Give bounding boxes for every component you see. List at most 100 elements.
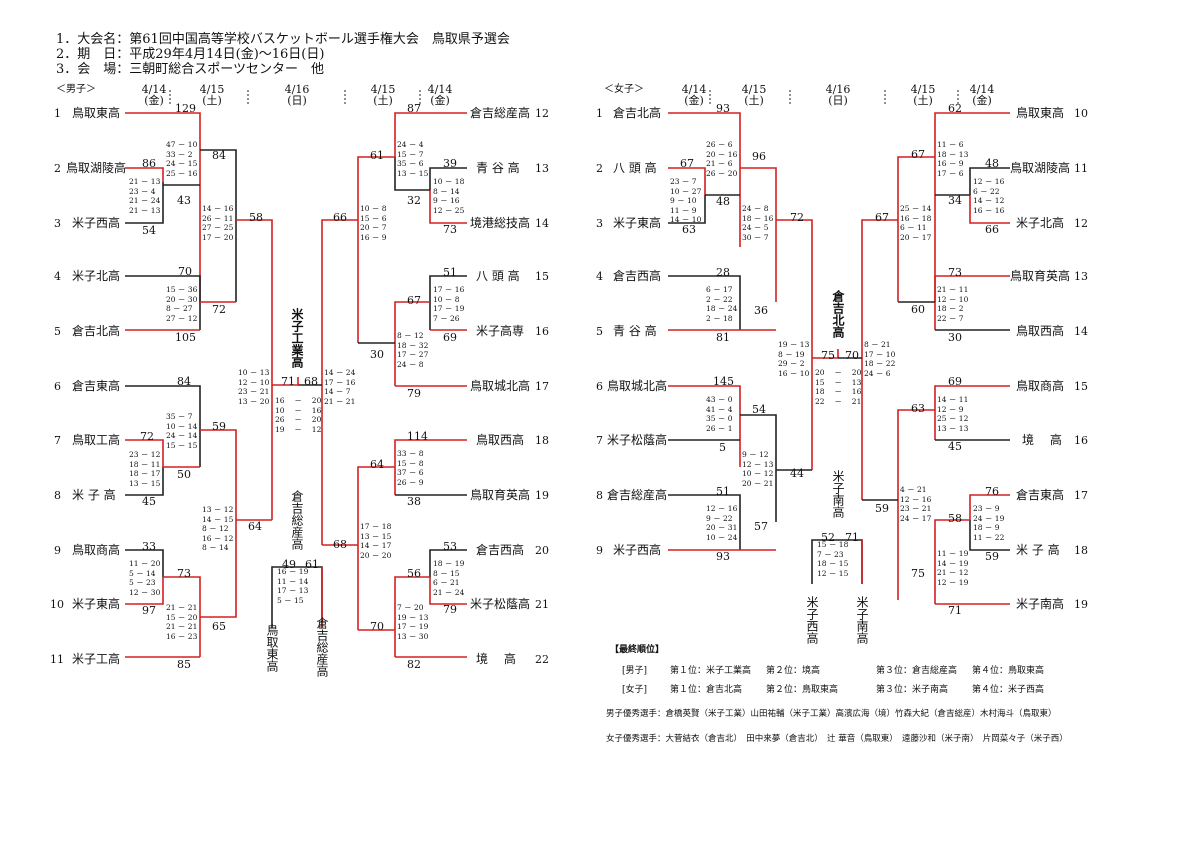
score-total: 57 (754, 520, 768, 533)
team-name: 倉吉西高 (613, 269, 662, 283)
seed-number: 17 (535, 380, 549, 393)
team-name: 米子南高 (1016, 597, 1065, 611)
results-boys-label: [男子] (622, 666, 648, 676)
score-total: 97 (142, 604, 156, 617)
score-total: 86 (142, 157, 156, 170)
score-total: 51 (443, 266, 457, 279)
bracket-line (668, 112, 741, 247)
boys-date-5: 4/14(金) (427, 83, 453, 107)
bracket-line (125, 112, 201, 302)
score-total: 45 (948, 440, 962, 453)
seed-number: 2 (54, 162, 61, 175)
score-total: 73 (177, 567, 191, 580)
score-total: 51 (716, 485, 730, 498)
seed-number: 2 (596, 162, 603, 175)
score-total: 76 (985, 485, 999, 498)
seed-number: 3 (54, 217, 61, 230)
score-total: 62 (948, 102, 962, 115)
team-name: 米子北高 (72, 269, 121, 283)
bracket-line (969, 520, 1010, 551)
team-name: 米子松蔭高 (607, 433, 668, 447)
team-name: 八 頭 高 (476, 269, 520, 283)
results-title: 【最終順位】 (610, 645, 665, 655)
team-name: 八 頭 高 (613, 161, 657, 175)
team-name: 鳥取西高 (1016, 324, 1065, 338)
score-total: 56 (407, 567, 421, 580)
score-total: 96 (752, 150, 766, 163)
team-name: 米 子 高 (72, 488, 116, 502)
seed-number: 11 (1074, 162, 1088, 175)
score-total: 67 (680, 157, 694, 170)
score-total: 54 (752, 403, 766, 416)
score-total: 28 (716, 266, 730, 279)
team-name: 鳥取東高 (1016, 106, 1065, 120)
bracket-line (394, 157, 430, 191)
team-name: 倉吉北高 (613, 106, 662, 120)
team-name: 米子工高 (72, 652, 121, 666)
score-total: 30 (370, 348, 384, 361)
score-total: 69 (443, 331, 457, 344)
score-total: 50 (177, 468, 191, 481)
seed-number: 11 (50, 653, 64, 666)
score-total: 64 (370, 458, 384, 471)
bracket-line (357, 466, 395, 630)
bracket-line (357, 156, 395, 343)
girls-runner-up: 米子南高 (831, 470, 845, 518)
girls-third-right: 米子南高 (855, 596, 869, 644)
score-total: 63 (682, 223, 696, 236)
seed-number: 6 (54, 380, 61, 393)
bracket-line (934, 385, 1010, 440)
bracket-line (394, 301, 430, 386)
bracket-line (897, 156, 935, 302)
event-date: 2．期 日：平成29年4月14日(金)～16日(日) (56, 47, 325, 62)
seed-number: 19 (535, 489, 549, 502)
score-total: 44 (790, 467, 804, 480)
seed-number: 4 (54, 270, 61, 283)
score-total: 73 (948, 266, 962, 279)
score-total: 71 (948, 604, 962, 617)
score-total: 59 (985, 550, 999, 563)
seed-number: 8 (596, 489, 603, 502)
team-name: 鳥取東高 (72, 106, 121, 120)
bracket-line (969, 494, 1010, 520)
score-total: 33 (142, 540, 156, 553)
team-name: 鳥取育英高 (1010, 269, 1071, 283)
score-total: 45 (142, 495, 156, 508)
score-total: 58 (249, 211, 263, 224)
seed-number: 14 (1074, 325, 1088, 338)
seed-number: 16 (535, 325, 549, 338)
score-total: 79 (407, 387, 421, 400)
score-total: 69 (948, 375, 962, 388)
girls-date-5: 4/14(金) (969, 83, 995, 107)
score-total: 67 (407, 294, 421, 307)
bracket-line (969, 195, 1010, 224)
team-name: 鳥取湖陵高 (66, 161, 127, 175)
seed-number: 3 (596, 217, 603, 230)
score-total: 64 (248, 520, 262, 533)
boys-date-3: 4/16(日) (284, 83, 310, 107)
bracket-line (668, 494, 741, 550)
score-total: 71 (281, 375, 295, 388)
score-total: 43 (177, 194, 191, 207)
score-total: 52 (821, 531, 835, 544)
score-total: 36 (754, 304, 768, 317)
score-total: 68 (304, 375, 318, 388)
boys-section-label: ＜男子＞ (56, 84, 96, 95)
seed-number: 1 (596, 107, 603, 120)
score-total: 68 (333, 538, 347, 551)
